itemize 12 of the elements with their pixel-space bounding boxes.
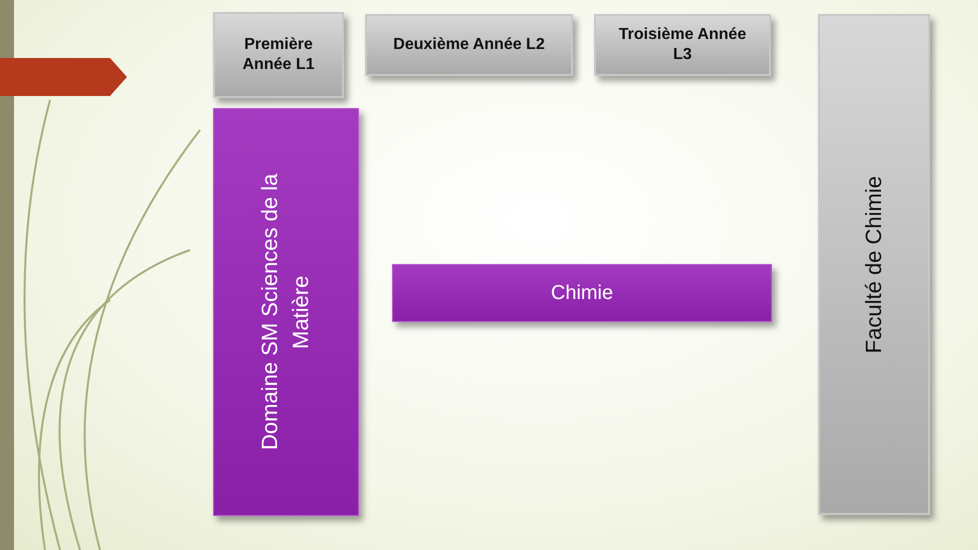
faculty-label: Faculté de Chimie	[861, 176, 887, 354]
year-label: Troisième Année L3	[618, 25, 748, 65]
domain-column	[213, 108, 359, 516]
program-label: Chimie	[550, 282, 614, 304]
year-header-box	[594, 14, 771, 76]
faculty-column	[818, 14, 930, 515]
domain-label: Domaine SM Sciences de la Matière	[256, 172, 314, 452]
year-header-box	[213, 12, 344, 98]
year-header-box	[365, 14, 573, 76]
year-label: Première Année L1	[241, 35, 316, 75]
program-bar	[392, 264, 772, 322]
year-label: Deuxième Année L2	[393, 35, 545, 55]
